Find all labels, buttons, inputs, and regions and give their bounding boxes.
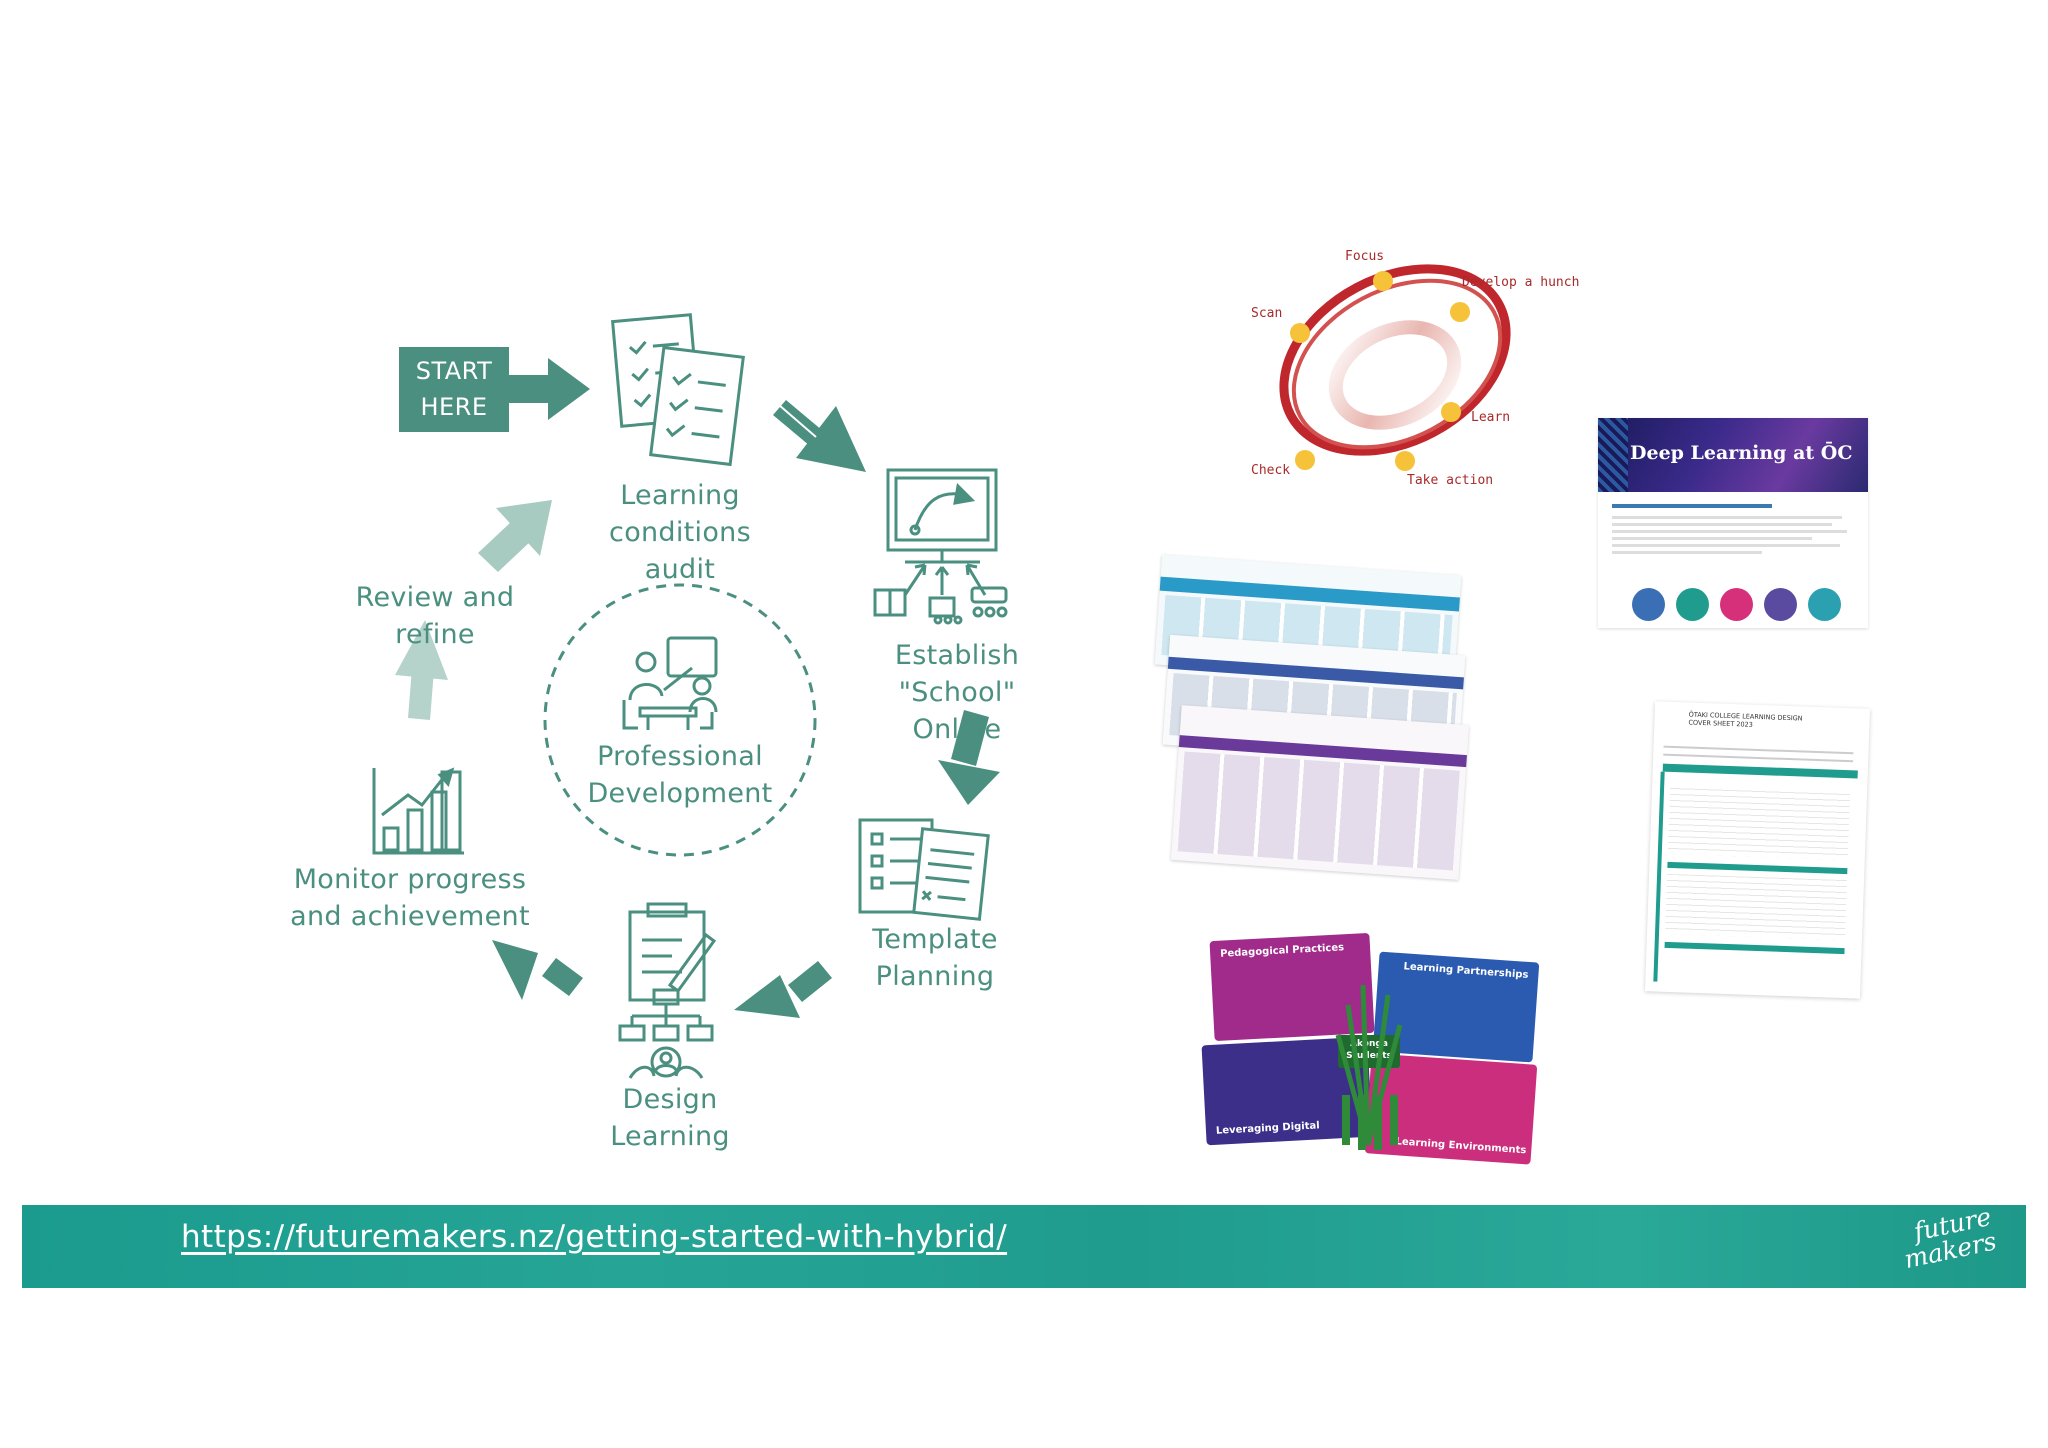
cover-sheet-title: ŌTAKI COLLEGE LEARNING DESIGN COVER SHEE… bbox=[1688, 710, 1803, 729]
learning-design-cover-sheet-thumbnail: ŌTAKI COLLEGE LEARNING DESIGN COVER SHEE… bbox=[1645, 701, 1870, 999]
arrow-online-to-template bbox=[938, 710, 1000, 805]
footer-bar: https://futuremakers.nz/getting-started-… bbox=[22, 1201, 2026, 1288]
ring-label-learn: Learn bbox=[1471, 410, 1511, 425]
meeting-presentation-icon bbox=[622, 636, 718, 730]
deep-learning-banner: Deep Learning at ŌC bbox=[1598, 418, 1868, 492]
arrow-template-to-design bbox=[734, 961, 832, 1018]
deep-learning-title: Deep Learning at ŌC bbox=[1630, 442, 1853, 464]
start-arrow bbox=[507, 358, 590, 420]
ring-label-take-action: Take action bbox=[1407, 473, 1494, 488]
arrow-monitor-to-review bbox=[395, 620, 448, 720]
arrow-audit-to-online bbox=[773, 400, 866, 472]
checklist-icon bbox=[610, 313, 745, 467]
getting-started-hybrid-link[interactable]: https://futuremakers.nz/getting-started-… bbox=[181, 1219, 1008, 1255]
start-here-box: START HERE bbox=[399, 347, 509, 432]
center-dashed-circle bbox=[543, 583, 817, 857]
computer-monitor-icon bbox=[873, 468, 1008, 625]
label-design-learning: Design Learning bbox=[610, 1084, 730, 1152]
ring-label-check: Check bbox=[1251, 463, 1291, 478]
arrow-design-to-monitor bbox=[492, 940, 583, 1000]
cycle-diagram bbox=[372, 313, 1008, 1079]
label-template-planning: Template Planning bbox=[872, 924, 998, 992]
futuremakers-logo: future makers bbox=[1901, 1201, 1999, 1275]
label-monitor-progress: Monitor progress and achievement bbox=[290, 864, 530, 932]
ring-label-develop-hunch: Develop a hunch bbox=[1462, 275, 1580, 290]
ring-label-focus: Focus bbox=[1345, 249, 1385, 264]
template-document-icon bbox=[858, 818, 990, 921]
label-learning-conditions-audit: Learning conditions audit bbox=[609, 480, 751, 585]
label-establish-school-online: Establish "School" Online bbox=[894, 640, 1020, 745]
label-review-and-refine: Review and refine bbox=[355, 582, 515, 650]
ring-label-scan: Scan bbox=[1251, 306, 1283, 321]
learning-progressions-thumbnail bbox=[1154, 554, 1470, 880]
spiral-of-inquiry-ring bbox=[1279, 264, 1511, 471]
arrow-review-to-audit bbox=[478, 500, 552, 572]
clipboard-flowchart-icon bbox=[618, 902, 717, 1079]
deep-learning-site-thumbnail: Deep Learning at ŌC bbox=[1598, 418, 1868, 628]
learning-model-quadrant-thumbnail: Pedagogical Practices Learning Partnersh… bbox=[1198, 932, 1540, 1170]
label-professional-development: Professional Development bbox=[587, 741, 773, 809]
bar-chart-growth-icon bbox=[372, 767, 464, 855]
